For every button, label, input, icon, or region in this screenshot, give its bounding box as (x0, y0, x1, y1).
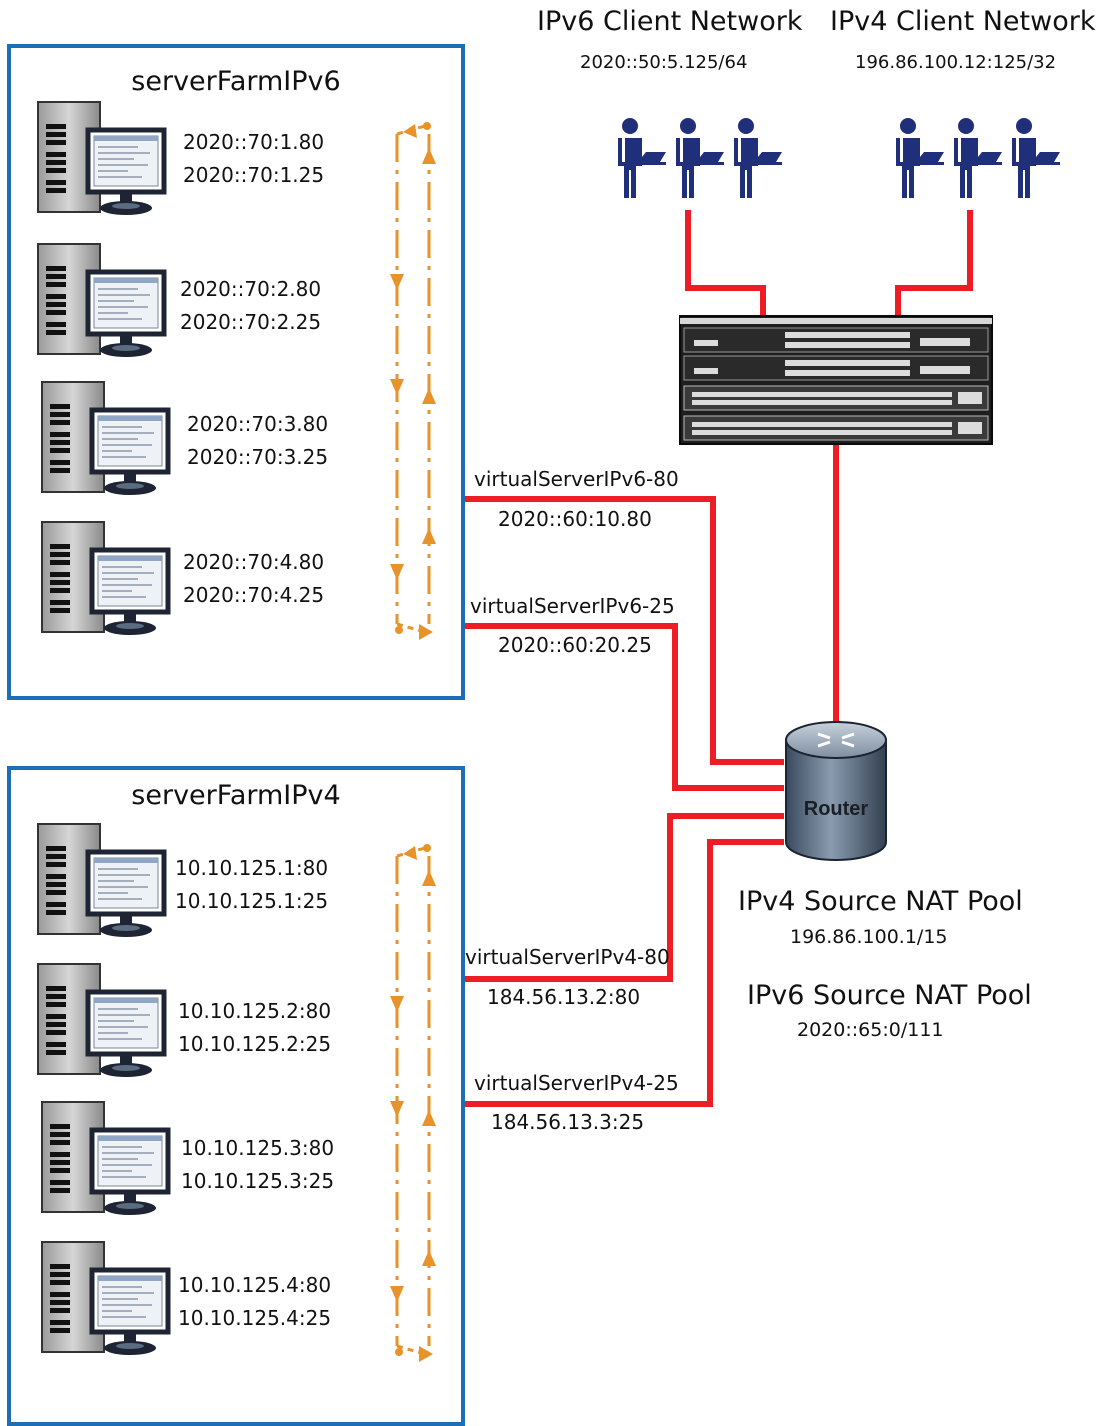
vs-ipv4-25-ip: 184.56.13.3:25 (491, 1110, 645, 1134)
ipv4-server-3-port25: 10.10.125.3:25 (181, 1169, 335, 1193)
ipv4-client-link (895, 210, 973, 318)
ipv4-server-4-port80: 10.10.125.4:80 (178, 1273, 332, 1297)
ipv4-client-network-subnet: 196.86.100.12:125/32 (855, 52, 1057, 73)
vs-ipv6-25-link (462, 623, 784, 791)
ipv6-server-3-port25: 2020::70:3.25 (187, 445, 329, 469)
vs-ipv6-80-name: virtualServerIPv6-80 (474, 467, 679, 491)
ipv6-client-network-title: IPv6 Client Network (537, 6, 803, 37)
vs-ipv6-25-name: virtualServerIPv6-25 (470, 594, 675, 618)
ipv6-nat-pool-title: IPv6 Source NAT Pool (747, 980, 1032, 1011)
ipv6-lb-arrows-icon (388, 120, 438, 642)
ipv6-server-1-port80: 2020::70:1.80 (183, 130, 325, 154)
connection-lines (462, 210, 973, 1107)
router-icon: Router (785, 721, 887, 861)
ipv6-client-link (685, 210, 766, 318)
ipv4-nat-pool-range: 196.86.100.1/15 (790, 926, 948, 948)
ipv6-nat-pool-range: 2020::65:0/111 (797, 1019, 944, 1041)
ipv4-server-1-port80: 10.10.125.1:80 (175, 856, 329, 880)
router-label: Router (804, 798, 869, 820)
ipv4-server-3-port80: 10.10.125.3:80 (181, 1136, 335, 1160)
ipv4-server-1-port25: 10.10.125.1:25 (175, 889, 329, 913)
ipv6-server-1-port25: 2020::70:1.25 (183, 163, 325, 187)
ipv4-nat-pool-title: IPv4 Source NAT Pool (738, 886, 1023, 917)
ipv4-server-3-addresses: 10.10.125.3:80 10.10.125.3:25 (181, 1132, 334, 1198)
ipv6-server-1-addresses: 2020::70:1.80 2020::70:1.25 (183, 126, 324, 192)
ipv6-server-4-port25: 2020::70:4.25 (183, 583, 325, 607)
ipv4-server-1-addresses: 10.10.125.1:80 10.10.125.1:25 (175, 852, 328, 918)
ipv6-server-2-port25: 2020::70:2.25 (180, 310, 322, 334)
vs-ipv4-25-name: virtualServerIPv4-25 (474, 1071, 679, 1095)
ipv4-lb-arrows-icon (388, 842, 438, 1364)
vs-ipv4-80-ip: 184.56.13.2:80 (487, 985, 641, 1009)
ipv4-server-2-port80: 10.10.125.2:80 (178, 999, 332, 1023)
ipv4-client-network-title: IPv4 Client Network (830, 6, 1096, 37)
ipv6-server-2-addresses: 2020::70:2.80 2020::70:2.25 (180, 273, 321, 339)
server-farm-ipv6-title: serverFarmIPv6 (131, 66, 341, 97)
vs-ipv6-25-ip: 2020::60:20.25 (498, 633, 652, 657)
vs-ipv4-80-name: virtualServerIPv4-80 (465, 945, 670, 969)
ipv6-server-icons-top (38, 102, 168, 635)
switch-stack-icon (679, 315, 993, 445)
ipv4-server-icons-top (38, 824, 168, 1355)
server-farm-ipv4-title: serverFarmIPv4 (131, 780, 341, 811)
ipv4-server-2-addresses: 10.10.125.2:80 10.10.125.2:25 (178, 995, 331, 1061)
ipv6-server-3-port80: 2020::70:3.80 (187, 412, 329, 436)
ipv4-server-4-port25: 10.10.125.4:25 (178, 1306, 332, 1330)
ipv4-server-2-port25: 10.10.125.2:25 (178, 1032, 332, 1056)
ipv6-client-network-subnet: 2020::50:5.125/64 (580, 52, 748, 73)
vs-ipv6-80-link (462, 496, 784, 765)
vs-ipv4-25-link (462, 839, 784, 1107)
ipv6-server-4-addresses: 2020::70:4.80 2020::70:4.25 (183, 546, 324, 612)
ipv6-server-3-addresses: 2020::70:3.80 2020::70:3.25 (187, 408, 328, 474)
vs-ipv6-80-ip: 2020::60:10.80 (498, 507, 652, 531)
ipv4-server-4-addresses: 10.10.125.4:80 10.10.125.4:25 (178, 1269, 331, 1335)
ipv6-server-4-port80: 2020::70:4.80 (183, 550, 325, 574)
ipv6-server-2-port80: 2020::70:2.80 (180, 277, 322, 301)
vs-ipv4-80-link (462, 813, 784, 982)
